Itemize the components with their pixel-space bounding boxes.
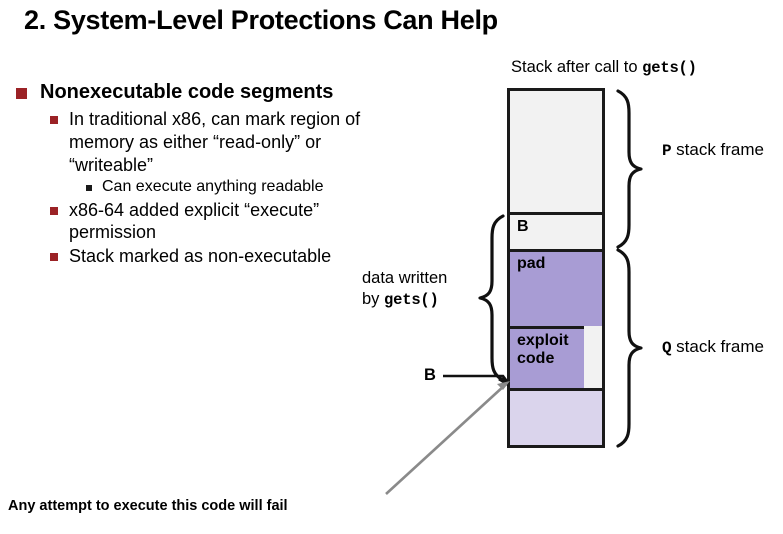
frame-code-name-p: P (662, 142, 672, 160)
annotation-data-written: data written by gets() (362, 268, 447, 311)
list-item: Can execute anything readable (8, 177, 368, 197)
bullet-square-icon (16, 88, 27, 99)
bullet-square-icon (86, 185, 92, 192)
list-item: In traditional x86, can mark region of m… (8, 108, 368, 176)
brace-data-written (478, 214, 505, 382)
pointer-label-b: B (424, 366, 436, 384)
list-item: Stack marked as non-executable (8, 245, 368, 268)
frame-code-name-q: Q (662, 339, 672, 357)
page-title: 2. System-Level Protections Can Help (24, 5, 498, 35)
frame-label-text-q: stack frame (676, 337, 764, 356)
bullet-square-icon (50, 116, 58, 125)
stack-segment-q-lower (510, 388, 602, 445)
list-item-label: Stack marked as non-executable (69, 245, 332, 266)
stack-diagram: B pad exploit code (507, 88, 605, 448)
list-item-label: In traditional x86, can mark region of m… (69, 109, 361, 175)
list-item: x86-64 added explicit “execute” permissi… (8, 199, 368, 244)
bullet-list: Nonexecutable code segments In tradition… (8, 80, 368, 269)
callout-arrow-line (385, 384, 506, 495)
annotation-line-2-prefix: by (362, 290, 385, 309)
frame-label-q: Q stack frame (662, 337, 764, 357)
stack-caption-code: gets() (642, 59, 697, 77)
stack-segment-b-slot: B (510, 212, 602, 249)
frame-label-p: P stack frame (662, 140, 764, 160)
bullet-square-icon (50, 252, 58, 261)
list-item-label: Nonexecutable code segments (40, 81, 334, 103)
stack-caption-prefix: Stack after call to (511, 58, 643, 76)
annotation-line-2: by gets() (362, 289, 447, 310)
brace-q-stack-frame (616, 248, 643, 448)
list-item-label: Can execute anything readable (102, 178, 324, 196)
footnote-text: Any attempt to execute this code will fa… (8, 498, 288, 514)
frame-label-text-p: stack frame (676, 140, 764, 159)
stack-diagram-caption: Stack after call to gets() (511, 58, 697, 77)
stack-segment-p-upper (510, 91, 602, 212)
annotation-line-1: data written (362, 269, 448, 287)
bullet-square-icon (50, 206, 58, 215)
list-item-label: x86-64 added explicit “execute” permissi… (69, 199, 320, 243)
stack-segment-exploit-code: exploit code (510, 326, 584, 388)
list-item: Nonexecutable code segments (8, 80, 368, 104)
stack-segment-pad: pad (510, 249, 602, 326)
annotation-line-2-code: gets() (384, 291, 439, 310)
brace-p-stack-frame (616, 89, 643, 249)
